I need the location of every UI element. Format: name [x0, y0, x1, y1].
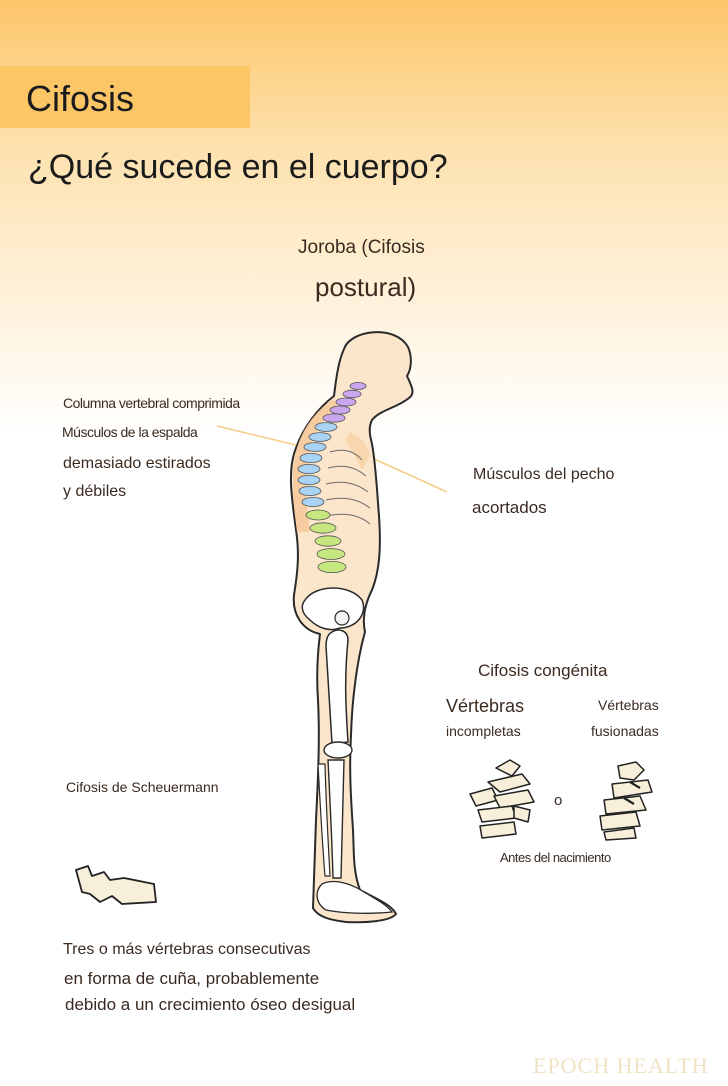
posture-heading-line2: postural) — [315, 272, 417, 302]
scheuermann-desc-3: debido a un crecimiento óseo desigual — [65, 995, 356, 1014]
title-band — [0, 66, 250, 128]
page-title: Cifosis — [26, 78, 135, 119]
chest-muscle-overlay — [345, 432, 370, 470]
page-subtitle: ¿Qué sucede en el cuerpo? — [28, 148, 448, 186]
scheuermann-desc-1: Tres o más vértebras consecutivas — [63, 941, 311, 958]
label-back-muscles-1: Músculos de la espalda — [62, 424, 198, 440]
spine-upper-vertebrae — [322, 381, 367, 423]
spine-lower-vertebrae — [305, 509, 347, 574]
knee-joint — [323, 741, 353, 759]
wedge-vertebra-shape — [75, 865, 157, 905]
label-before-birth: Antes del nacimiento — [500, 850, 611, 865]
posture-heading-line1: Joroba (Cifosis — [298, 237, 425, 258]
scheuermann-desc-2: en forma de cuña, probablemente — [64, 969, 320, 988]
label-chest-muscles-1: Músculos del pecho — [473, 466, 615, 483]
foot-bones — [316, 880, 394, 914]
congenital-heading: Cifosis congénita — [478, 661, 608, 680]
incomplete-vertebrae-stack — [469, 759, 535, 839]
scheuermann-heading: Cifosis de Scheuermann — [66, 779, 219, 795]
label-fused-1: Vértebras — [598, 697, 659, 713]
label-fused-2: fusionadas — [591, 723, 659, 739]
tibia-bone — [327, 759, 345, 879]
label-compressed-spine: Columna vertebral comprimida — [63, 395, 240, 411]
femur-bone — [325, 629, 349, 745]
label-incomplete-1: Vértebras — [446, 696, 525, 716]
fibula-bone — [317, 763, 331, 877]
back-muscle-leader-line — [216, 425, 301, 447]
fused-vertebrae-stack — [599, 761, 653, 841]
rib-cage — [325, 449, 371, 525]
brand-watermark: EPOCH HEALTH — [533, 1053, 709, 1078]
label-chest-muscles-2: acortados — [472, 498, 547, 517]
label-incomplete-2: incompletas — [446, 723, 521, 739]
spine-middle-vertebrae — [297, 422, 338, 507]
label-back-muscles-3: y débiles — [63, 483, 127, 500]
separator-or: o — [554, 792, 563, 809]
label-back-muscles-2: demasiado estirados — [63, 455, 211, 472]
